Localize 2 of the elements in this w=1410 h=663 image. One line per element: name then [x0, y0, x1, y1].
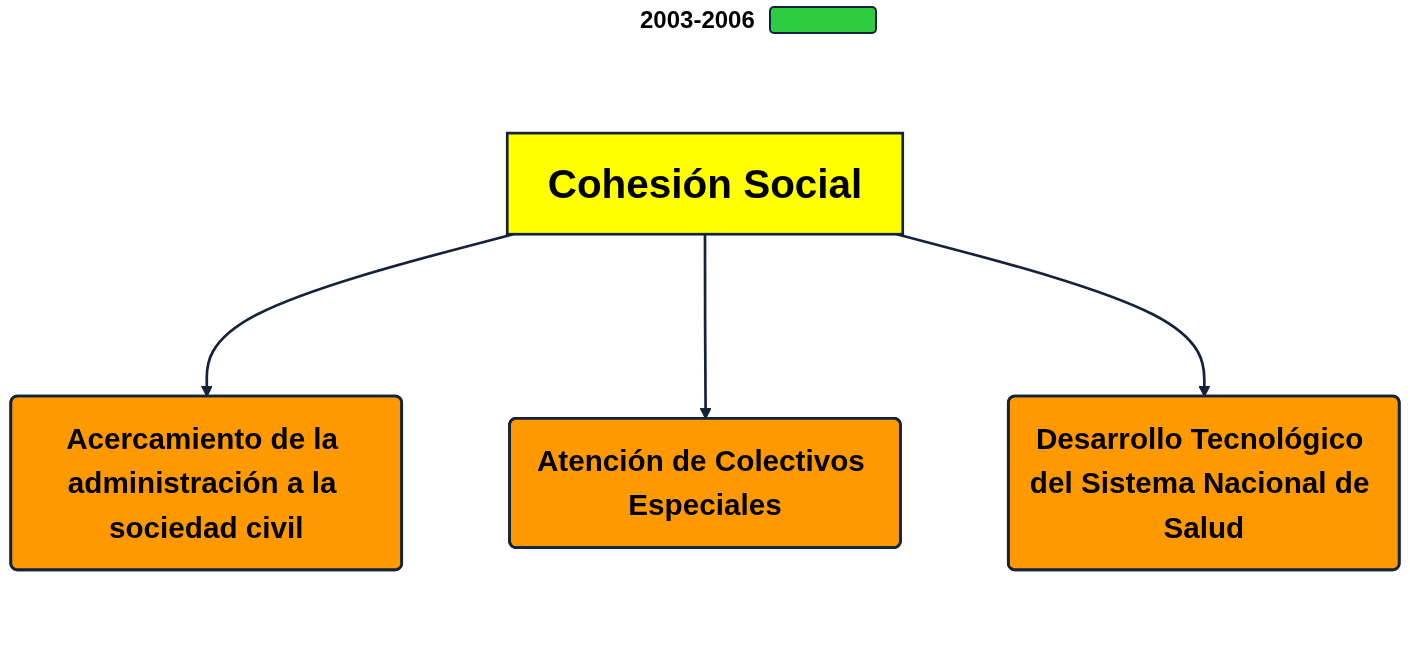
legend-text: 2003-2006	[640, 6, 755, 34]
node-box: Cohesión Social	[505, 131, 905, 236]
